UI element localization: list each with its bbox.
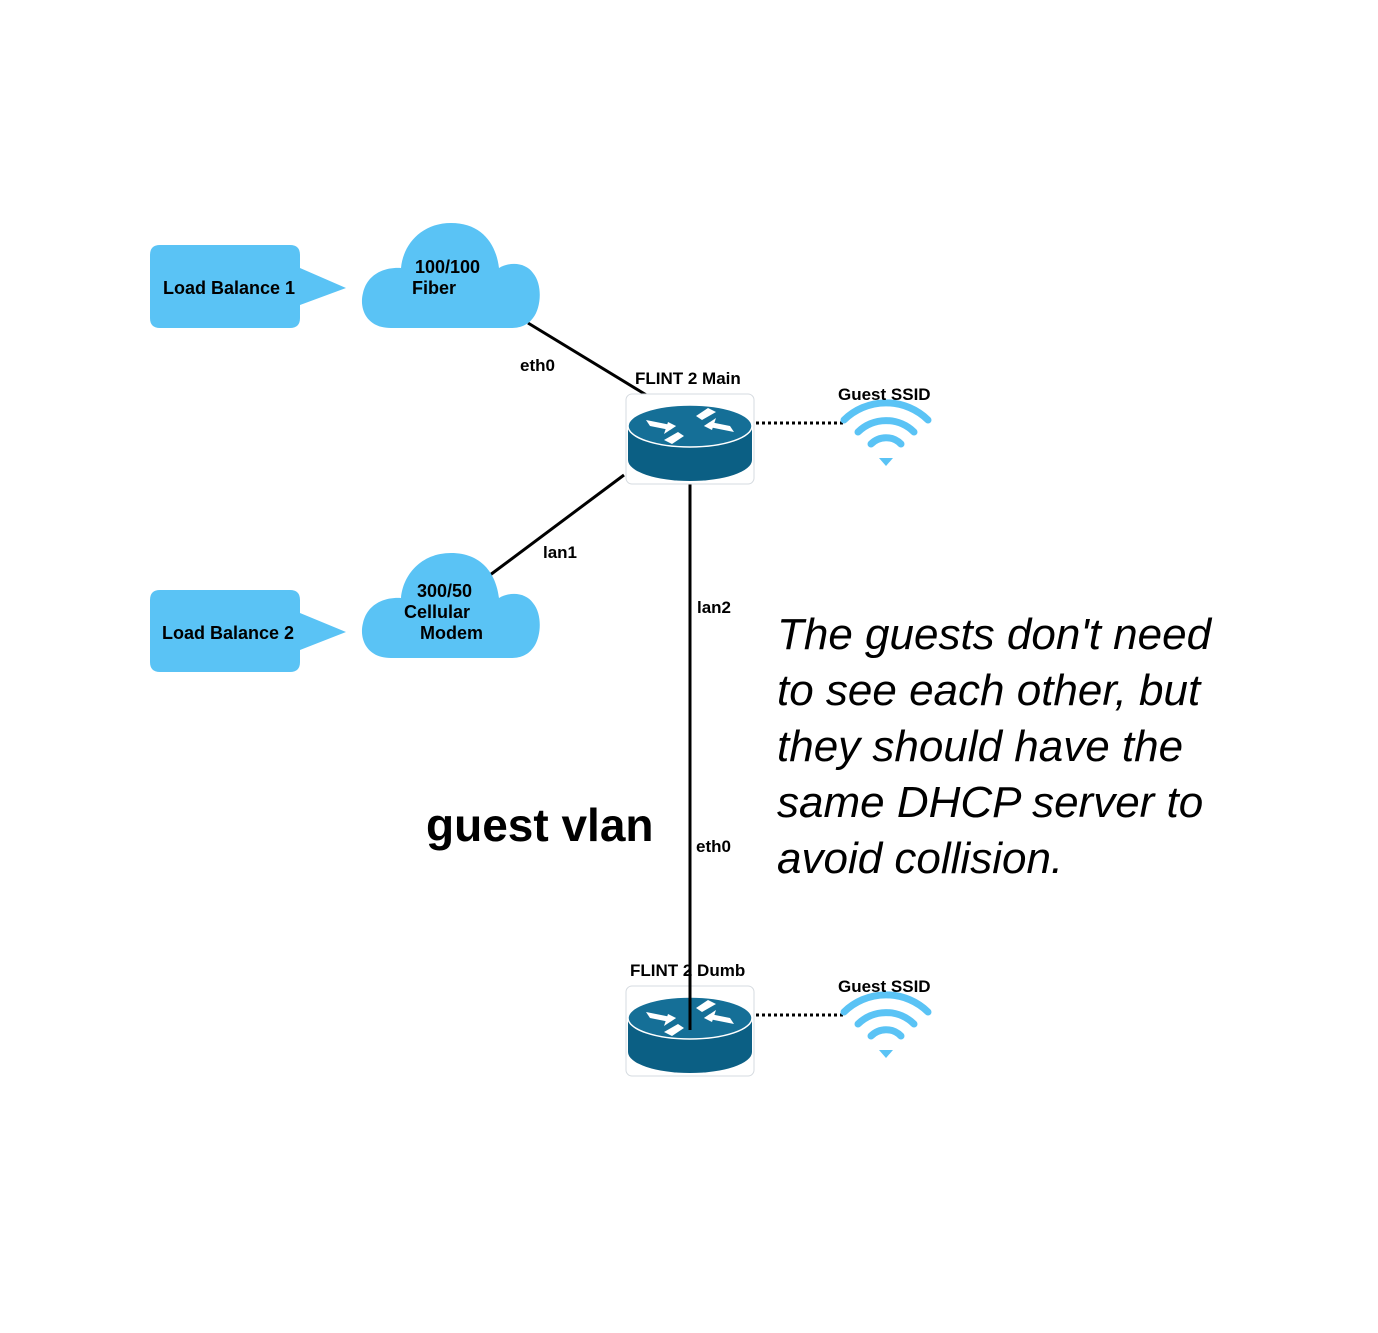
load-balance-1-label: Load Balance 1 (163, 278, 295, 298)
note-line-1: The guests don't need (777, 610, 1213, 659)
note-line-4: same DHCP server to (777, 778, 1203, 827)
router-main-label: FLINT 2 Main (635, 369, 741, 388)
load-balance-2-callout: Load Balance 2 (150, 590, 346, 672)
link-cellular-main (489, 473, 625, 577)
guest-ssid-dumb-label: Guest SSID (838, 977, 931, 996)
port-label-fiber-eth0: eth0 (520, 356, 555, 375)
note-line-2: to see each other, but (777, 666, 1202, 715)
port-label-dumb-eth0: eth0 (696, 837, 731, 856)
guest-vlan-label: guest vlan (426, 799, 654, 851)
guest-ssid-main-label: Guest SSID (838, 385, 931, 404)
guest-ssid-dumb-wifi-icon (844, 995, 928, 1058)
fiber-cloud-line1: 100/100 (415, 257, 480, 277)
cellular-cloud-line2: Cellular (404, 602, 470, 622)
cellular-cloud-line3: Modem (420, 623, 483, 643)
guest-ssid-main-wifi-icon (844, 403, 928, 466)
router-main-icon (625, 393, 755, 485)
load-balance-1-callout: Load Balance 1 (150, 245, 346, 328)
note-line-5: avoid collision. (777, 834, 1063, 883)
router-dumb-label: FLINT 2 Dumb (630, 961, 745, 980)
note-line-3: they should have the (777, 722, 1183, 771)
fiber-cloud-line2: Fiber (412, 278, 456, 298)
load-balance-2-label: Load Balance 2 (162, 623, 294, 643)
cellular-cloud-line1: 300/50 (417, 581, 472, 601)
note-text: The guests don't need to see each other,… (777, 610, 1213, 883)
port-label-cellular-lan1: lan1 (543, 543, 577, 562)
port-label-main-lan2: lan2 (697, 598, 731, 617)
link-fiber-main (527, 321, 649, 398)
